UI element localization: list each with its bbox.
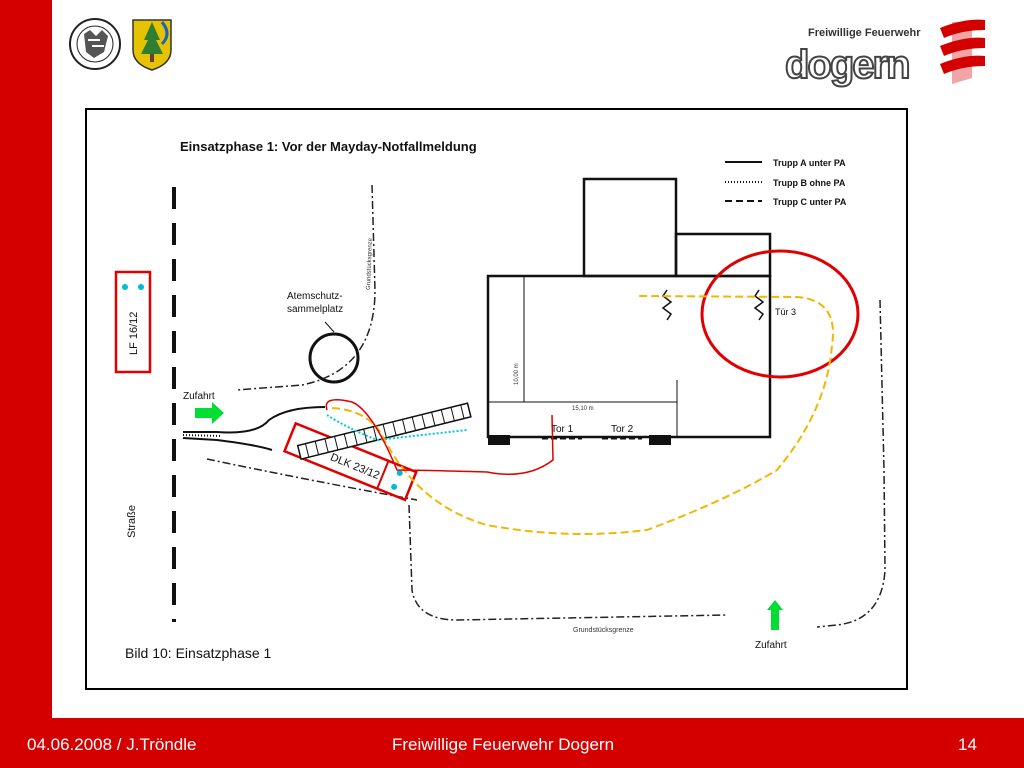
team-b-path xyxy=(182,434,223,437)
building: 15,10 m 10,00 m Tor 1 Tor 2 Tür 3 xyxy=(486,177,796,445)
municipal-crest-icon xyxy=(132,19,172,71)
aerial-ladder xyxy=(296,402,472,461)
assembly-pointer xyxy=(324,321,335,333)
legend-label-a: Trupp A unter PA xyxy=(773,158,846,168)
footer-date-author: 04.06.2008 / J.Tröndle xyxy=(27,735,197,754)
diagram-caption: Bild 10: Einsatzphase 1 xyxy=(125,645,272,661)
assembly-label-2: sammelplatz xyxy=(287,304,343,315)
team-b-path-cyan xyxy=(326,414,468,442)
door-marker-icon xyxy=(753,289,765,321)
footer-bar xyxy=(0,718,1024,768)
highlight-circle xyxy=(700,249,860,379)
property-line-top-label: Grundstücksgrenze xyxy=(366,237,374,290)
access-left-label: Zufahrt xyxy=(183,391,215,402)
legend-label-c: Trupp C unter PA xyxy=(773,197,847,207)
legend: Trupp A unter PA Trupp B ohne PA Trupp C… xyxy=(725,158,847,207)
lf-label: LF 16/12 xyxy=(128,312,140,355)
page-number: 14 xyxy=(958,735,977,754)
team-a-path xyxy=(183,406,326,434)
door2-label: Tor 2 xyxy=(611,424,634,435)
footer-organization: Freiwillige Feuerwehr Dogern xyxy=(392,735,615,754)
access-bottom-label: Zufahrt xyxy=(755,640,787,651)
coat-of-arms-icon xyxy=(69,18,121,70)
team-a-path xyxy=(182,437,273,451)
legend-label-b: Trupp B ohne PA xyxy=(773,178,846,188)
deployment-diagram: Einsatzphase 1: Vor der Mayday-Notfallme… xyxy=(114,139,886,661)
logo-text-main: dogern xyxy=(785,43,909,87)
dim-width-label: 15,10 m xyxy=(572,406,594,412)
access-left-arrow-icon xyxy=(195,402,224,424)
property-line-right xyxy=(816,299,886,628)
property-line-top xyxy=(236,184,376,391)
team-c-path xyxy=(331,295,834,535)
dim-height-label: 10,00 m xyxy=(514,363,520,385)
vehicle-lf: LF 16/12 xyxy=(114,270,152,374)
safety-line xyxy=(325,399,554,475)
assembly-label-1: Atemschutz- xyxy=(287,291,343,302)
property-line-left xyxy=(206,458,418,501)
street-label: Straße xyxy=(126,505,138,538)
diagram-frame: Einsatzphase 1: Vor der Mayday-Notfallme… xyxy=(85,108,908,690)
assembly-point-icon xyxy=(308,332,360,384)
diagram-title: Einsatzphase 1: Vor der Mayday-Notfallme… xyxy=(180,139,477,154)
header-logos: Freiwillige Feuerwehr dogern xyxy=(69,18,985,88)
property-line-bottom xyxy=(408,504,728,621)
door-marker-icon xyxy=(661,289,673,321)
door1-label: Tor 1 xyxy=(551,424,574,435)
fire-brigade-logo: Freiwillige Feuerwehr dogern xyxy=(784,19,985,88)
access-bottom-arrow-icon xyxy=(767,600,783,630)
flame-logo-icon xyxy=(940,19,985,84)
property-line-bottom-label: Grundstücksgrenze xyxy=(573,627,634,634)
logo-text-top: Freiwillige Feuerwehr xyxy=(808,27,921,39)
left-accent-bar xyxy=(0,0,52,768)
door3-label: Tür 3 xyxy=(775,307,796,317)
